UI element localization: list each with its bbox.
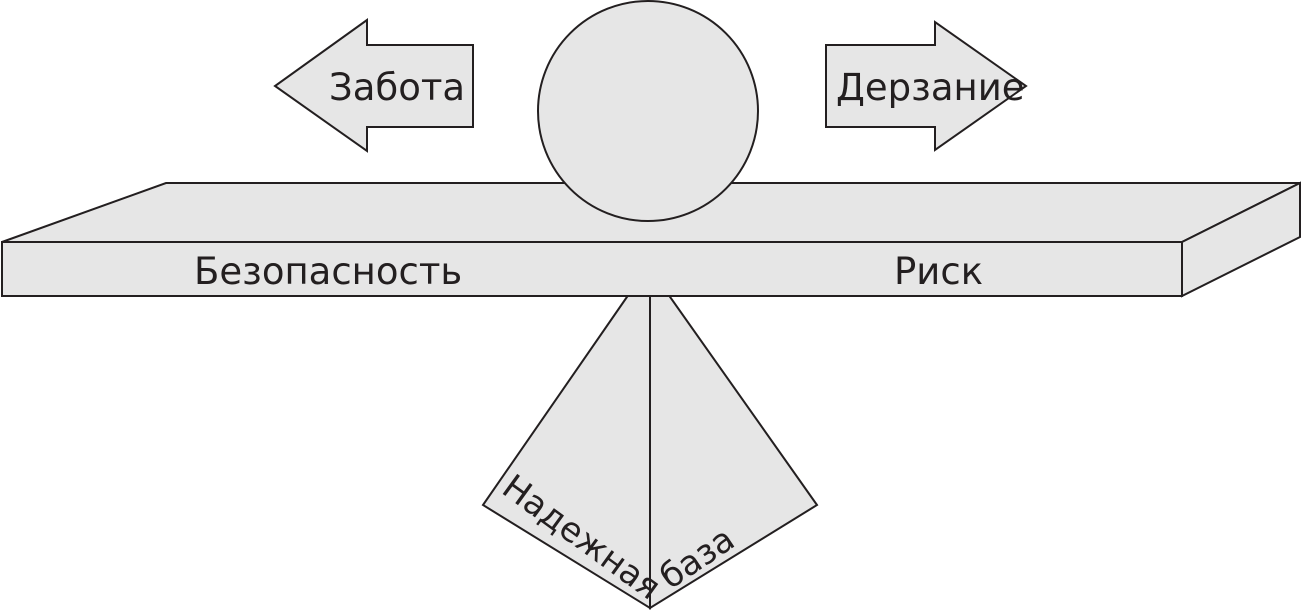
right-arrow-icon: Дерзание xyxy=(825,20,1028,152)
plank-front-face xyxy=(1,241,1183,297)
seesaw-plank: Безопасность Риск xyxy=(1,181,1301,298)
risk-label: Риск xyxy=(894,250,983,293)
daring-arrow-shape xyxy=(825,20,1028,152)
daring-label: Дерзание xyxy=(836,66,1025,109)
left-arrow-icon: Забота xyxy=(273,18,474,153)
care-label: Забота xyxy=(329,66,465,109)
safety-label: Безопасность xyxy=(194,250,462,293)
care-arrow-shape xyxy=(273,18,474,153)
balance-ball xyxy=(537,0,759,222)
fulcrum-pyramid: Надежная база xyxy=(481,293,819,610)
